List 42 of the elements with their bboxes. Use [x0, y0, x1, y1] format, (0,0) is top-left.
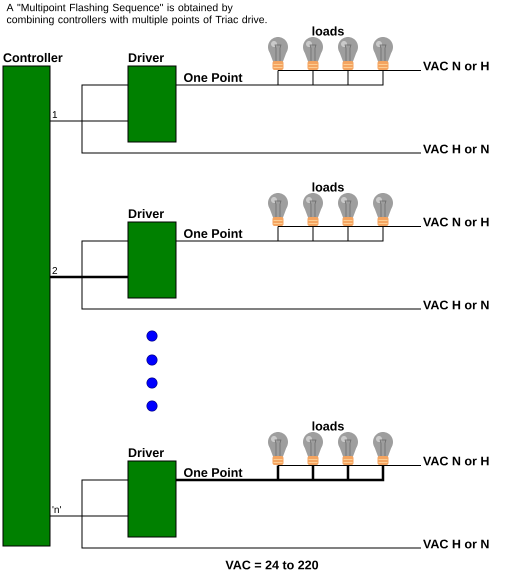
- edge-label: 2: [51, 266, 59, 275]
- light-bulb: [373, 37, 393, 70]
- light-bulb: [338, 432, 358, 465]
- wire: [278, 70, 422, 71]
- light-bulb: [373, 193, 393, 226]
- wire: [82, 480, 422, 548]
- terminal-label: VAC N or H: [423, 218, 489, 226]
- note: VAC = 24 to 220: [225, 560, 318, 570]
- edge-label: One Point: [182, 466, 244, 478]
- box-heading: Controller: [4, 52, 63, 62]
- group-label: loads: [312, 421, 344, 431]
- light-bulb: [373, 432, 393, 465]
- box-heading: Driver: [128, 208, 164, 218]
- edge-label: One Point: [182, 72, 244, 83]
- wire: [278, 226, 422, 227]
- wire: [176, 226, 384, 242]
- terminal-label: VAC N or H: [423, 456, 489, 466]
- light-bulb: [268, 37, 288, 70]
- wire: [278, 465, 422, 466]
- light-bulb: [303, 37, 323, 70]
- wire: [50, 120, 128, 122]
- box-heading: Driver: [128, 52, 164, 62]
- terminal-label: VAC H or N: [423, 144, 489, 154]
- wire: [82, 84, 422, 154]
- edge-label: One Point: [182, 228, 244, 239]
- box-heading: Driver: [128, 448, 164, 458]
- terminal-label: VAC N or H: [423, 62, 489, 70]
- terminal-label: VAC H or N: [423, 300, 489, 310]
- terminal-label: VAC H or N: [423, 540, 489, 548]
- edge-label: 'n': [51, 505, 62, 514]
- light-bulb: [338, 37, 358, 70]
- light-bulb: [268, 193, 288, 226]
- group-label: loads: [312, 182, 344, 192]
- edge-label: 1: [51, 110, 59, 119]
- group-label: loads: [312, 26, 344, 36]
- wire: [50, 276, 128, 278]
- light-bulb: [303, 432, 323, 465]
- wire: [82, 240, 422, 310]
- light-bulb: [268, 432, 288, 465]
- light-bulb: [338, 193, 358, 226]
- light-bulb: [303, 193, 323, 226]
- title: A "Multipoint Flashing Sequence" is obtained by combining controllers with multiple points of Triac drive.: [6, 4, 267, 26]
